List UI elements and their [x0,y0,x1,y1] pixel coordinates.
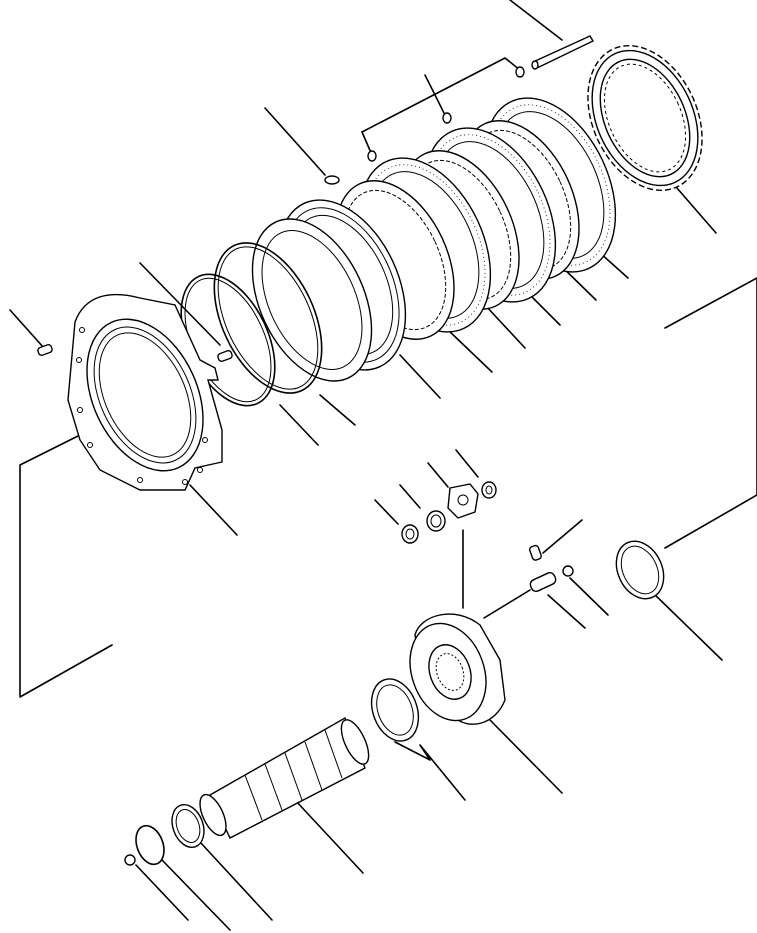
plug [124,854,136,866]
needle-bearing [426,510,446,532]
pinion-gear [447,483,479,519]
leader-lines [9,0,757,931]
thrust-ring [171,803,205,849]
thrust-washer [401,481,497,544]
snap-ring [135,824,165,866]
output-shaft [199,716,370,839]
dowel-pin [37,343,233,363]
housing [67,293,223,491]
pin-top [531,35,594,70]
seal-rings [370,678,420,742]
carrier [409,613,506,725]
outer-seal-ring [213,242,323,394]
clutch-ring-gear [587,44,703,192]
roll-pin [528,544,542,561]
pinion-shaft [529,572,557,592]
ball [562,565,574,577]
spring-pin [324,66,525,185]
bearing-sleeve [615,540,665,600]
